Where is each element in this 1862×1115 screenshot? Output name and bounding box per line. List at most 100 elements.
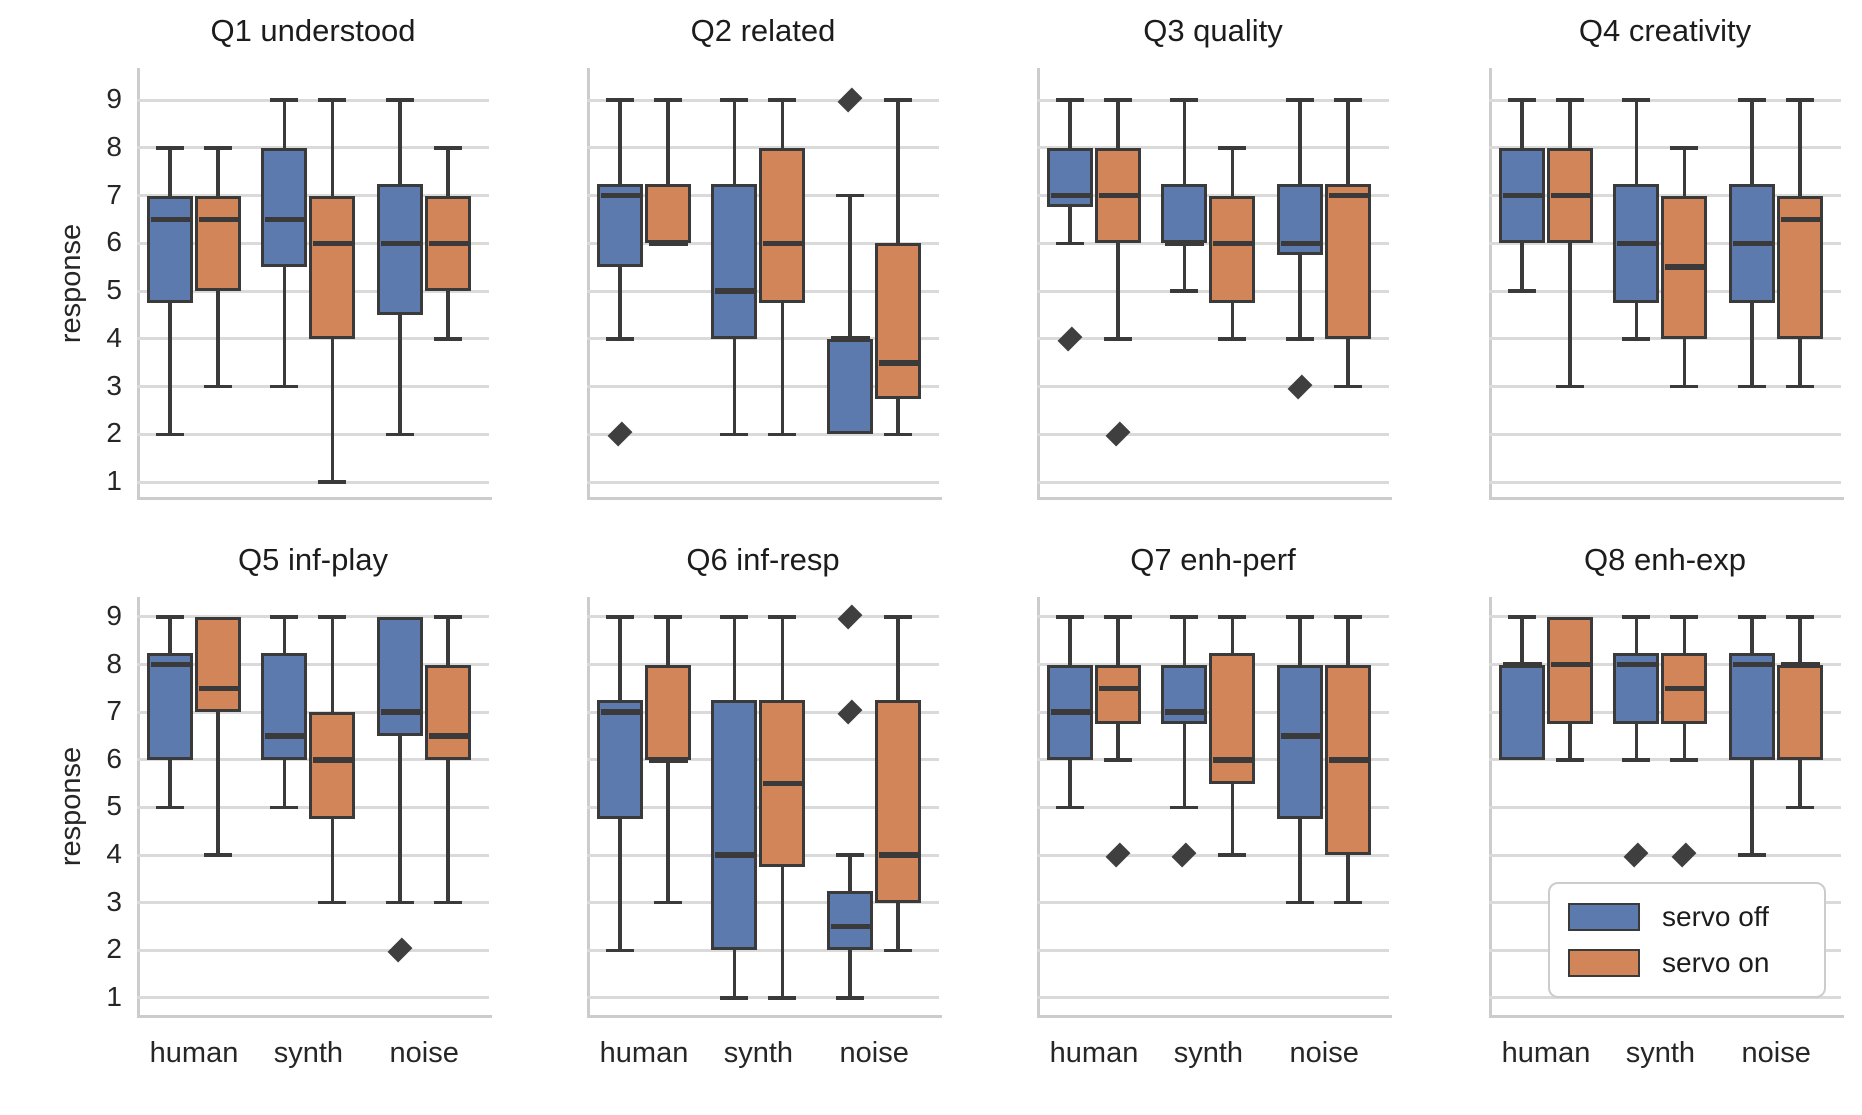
box-q6-inf-resp-synth-servo-off [711, 700, 758, 951]
whisker [216, 147, 220, 196]
whisker-cap [1218, 146, 1247, 150]
gridline [1037, 432, 1389, 436]
gridline [1489, 805, 1841, 809]
whisker [732, 950, 737, 998]
median-line [1780, 661, 1820, 668]
x-tick-label: human [1049, 1037, 1139, 1069]
whisker-cap [156, 146, 185, 150]
box-q3-quality-synth-servo-on [1209, 195, 1256, 304]
whisker-cap [386, 432, 415, 437]
box-q1-understood-human-servo-off [147, 195, 194, 304]
gridline [137, 948, 489, 952]
whisker-cap [1218, 337, 1247, 341]
whisker-cap [768, 996, 797, 1000]
whisker [1068, 100, 1072, 148]
whisker-cap [1556, 758, 1585, 762]
whisker [1750, 303, 1754, 387]
whisker [1298, 819, 1302, 903]
box-q7-enh-perf-synth-servo-on [1209, 652, 1256, 784]
median-line [1098, 192, 1138, 199]
whisker-cap [1622, 758, 1651, 762]
median-line [1732, 240, 1772, 247]
whisker [618, 819, 622, 951]
whisker [1346, 338, 1350, 387]
box-q5-inf-play-synth-servo-off [261, 652, 308, 760]
box-q2-related-human-servo-on [645, 183, 692, 244]
median-line [762, 780, 802, 787]
whisker [1634, 616, 1639, 653]
median-line [1212, 757, 1252, 763]
x-tick-label: noise [839, 1037, 909, 1069]
median-line [1164, 240, 1204, 247]
median-line [1780, 216, 1820, 223]
box-q8-enh-exp-human-servo-off [1499, 664, 1546, 760]
whisker [618, 100, 622, 184]
whisker [1068, 616, 1072, 665]
whisker [1346, 855, 1350, 903]
median-line [1550, 661, 1590, 668]
y-tick-label: 9 [106, 83, 122, 114]
whisker [1182, 616, 1187, 665]
whisker-cap [318, 615, 347, 619]
whisker [282, 100, 287, 148]
whisker [666, 100, 670, 184]
gridline [137, 432, 489, 436]
whisker-cap [1056, 805, 1085, 810]
whisker-cap [270, 384, 299, 389]
whisker-cap [884, 98, 913, 102]
whisker-cap [1622, 98, 1651, 102]
whisker-cap [1670, 146, 1699, 150]
whisker [1068, 759, 1072, 808]
box-q2-related-synth-servo-off [711, 183, 758, 339]
median-line [1212, 240, 1252, 247]
whisker-cap [1556, 98, 1585, 102]
gridline [1489, 853, 1841, 857]
box-q2-related-synth-servo-on [759, 147, 806, 304]
median-line [1732, 661, 1772, 668]
median-line [830, 923, 870, 930]
gridline [1489, 615, 1841, 619]
median-line [380, 240, 420, 247]
y-axis-label: response [55, 223, 88, 343]
box-q5-inf-play-noise-servo-off [377, 616, 424, 736]
whisker [446, 291, 450, 339]
median-line [150, 661, 190, 668]
gridline [137, 996, 489, 1000]
whisker [618, 267, 622, 339]
gridline [587, 948, 939, 952]
box-q5-inf-play-human-servo-off [147, 652, 194, 760]
whisker [896, 398, 900, 435]
whisker-cap [1056, 98, 1085, 102]
median-line [1164, 709, 1204, 715]
box-q2-related-noise-servo-off [827, 338, 874, 435]
median-line [1050, 709, 1090, 715]
median-line [714, 288, 754, 294]
whisker [1182, 100, 1187, 184]
median-line [1328, 757, 1368, 763]
whisker-cap [1556, 384, 1585, 389]
box-q8-enh-exp-human-servo-on [1547, 616, 1594, 725]
y-tick-label: 8 [106, 647, 122, 679]
whisker-cap [1738, 615, 1767, 619]
whisker [1182, 243, 1187, 292]
whisker-cap [654, 615, 683, 619]
gridline [1037, 853, 1389, 857]
subplot-title: Q3 quality [1143, 13, 1283, 48]
x-tick-label: noise [1741, 1037, 1811, 1069]
median-line [312, 757, 352, 763]
whisker [1520, 616, 1524, 665]
whisker [282, 616, 287, 653]
whisker-cap [1056, 615, 1085, 619]
y-tick-label: 7 [106, 178, 122, 210]
whisker [168, 303, 172, 435]
whisker [168, 759, 172, 808]
whisker [780, 616, 785, 701]
whisker [216, 712, 220, 856]
gridline [587, 385, 939, 389]
whisker-cap [1218, 615, 1247, 619]
whisker [1230, 616, 1235, 653]
y-tick-label: 1 [106, 465, 122, 497]
gridline [1037, 901, 1389, 905]
whisker-cap [768, 615, 797, 619]
